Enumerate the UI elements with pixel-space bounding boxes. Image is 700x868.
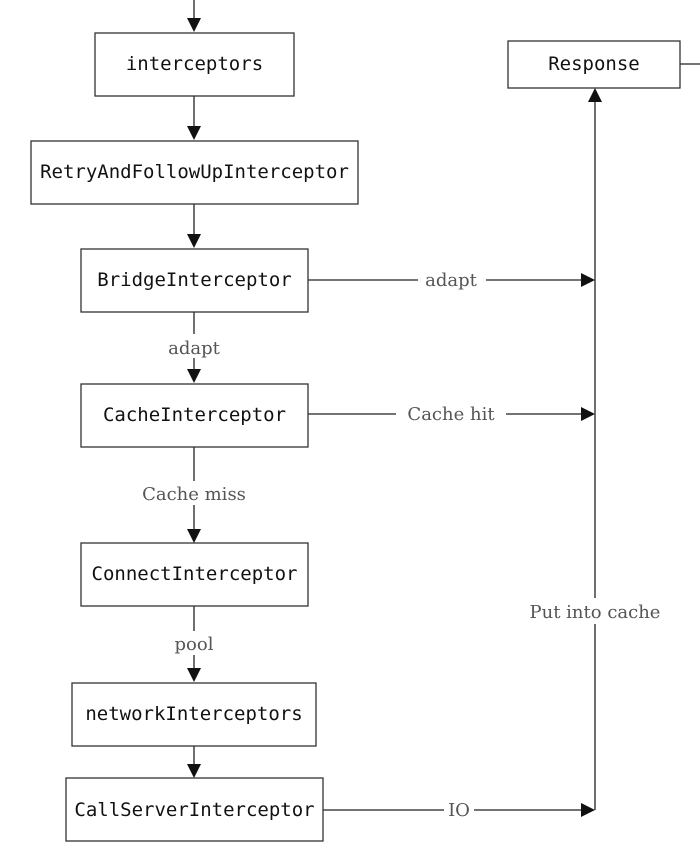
arrow-head-bridge-response (581, 273, 595, 287)
node-network-label: networkInterceptors (85, 703, 302, 725)
arrow-head-incoming (187, 18, 201, 32)
node-retry-label: RetryAndFollowUpInterceptor (40, 161, 349, 183)
label-cache-miss: Cache miss (142, 484, 246, 505)
label-cache-hit: Cache hit (407, 404, 495, 425)
arrow-head-cache (187, 369, 201, 383)
arrow-head-callserver-response (581, 803, 595, 817)
edge-labels: adapt adapt Cache miss Cache hit pool IO… (132, 267, 678, 821)
arrow-head-callserver (187, 764, 201, 778)
node-response: Response (507, 40, 681, 89)
arrow-head-cache-response (581, 407, 595, 421)
arrow-head-bridge (187, 234, 201, 248)
node-response-label: Response (548, 53, 640, 75)
arrow-head-response (588, 88, 602, 102)
node-bridge-label: BridgeInterceptor (97, 269, 291, 291)
arrow-head-connect (187, 529, 201, 543)
node-retry-and-follow-up: RetryAndFollowUpInterceptor (30, 140, 359, 205)
node-cache: CacheInterceptor (80, 383, 309, 448)
node-connect: ConnectInterceptor (80, 542, 309, 607)
node-call-server: CallServerInterceptor (65, 777, 324, 842)
node-interceptors: interceptors (94, 32, 295, 97)
node-interceptors-label: interceptors (126, 53, 263, 75)
label-bridge-response: adapt (425, 270, 478, 291)
node-network: networkInterceptors (71, 682, 317, 747)
label-io: IO (448, 800, 470, 821)
node-connect-label: ConnectInterceptor (92, 563, 298, 585)
node-cache-label: CacheInterceptor (103, 404, 286, 426)
label-bridge-cache: adapt (168, 338, 221, 359)
node-call-server-label: CallServerInterceptor (74, 799, 314, 821)
nodes: interceptors RetryAndFollowUpInterceptor… (30, 32, 681, 842)
node-bridge: BridgeInterceptor (80, 248, 309, 313)
arrow-head-retry (187, 126, 201, 140)
arrow-head-network (187, 668, 201, 682)
label-pool: pool (175, 634, 214, 655)
label-put-into-cache: Put into cache (530, 602, 661, 623)
